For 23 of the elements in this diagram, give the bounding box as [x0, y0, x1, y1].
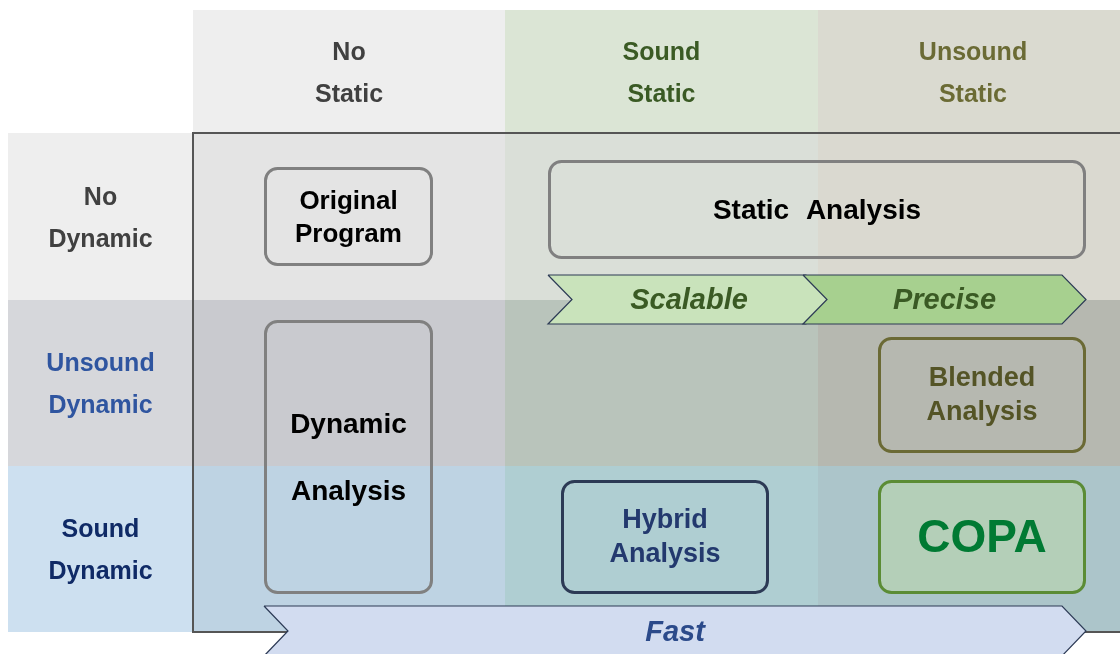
rounded-box [264, 320, 433, 594]
rounded-box [878, 337, 1086, 453]
axis-label: No Static [314, 35, 384, 109]
axis-label: Unsound Static [918, 35, 1028, 109]
box-label: Scalable [630, 282, 748, 318]
box-label: COPA [916, 509, 1048, 565]
chevron-banner [264, 606, 1086, 654]
axis-label: No Dynamic [48, 180, 153, 254]
box-label: Precise [892, 282, 997, 318]
axis-label: Unsound Dynamic [46, 347, 155, 420]
box-label: Blended Analysis [925, 361, 1039, 428]
box-label: Dynamic Analysis [289, 406, 408, 508]
rounded-box [878, 480, 1086, 594]
box-label: Original Program [294, 184, 403, 249]
axis-label: Sound Dynamic [48, 513, 153, 586]
rounded-box [264, 167, 433, 266]
box-label: Hybrid Analysis [608, 503, 722, 570]
box-label: Static Analysis [712, 193, 922, 227]
rounded-box [548, 160, 1086, 259]
chevron-banner [803, 275, 1086, 324]
box-label: Fast [645, 613, 705, 649]
axis-label: Sound Static [622, 35, 701, 109]
rounded-box [561, 480, 769, 594]
